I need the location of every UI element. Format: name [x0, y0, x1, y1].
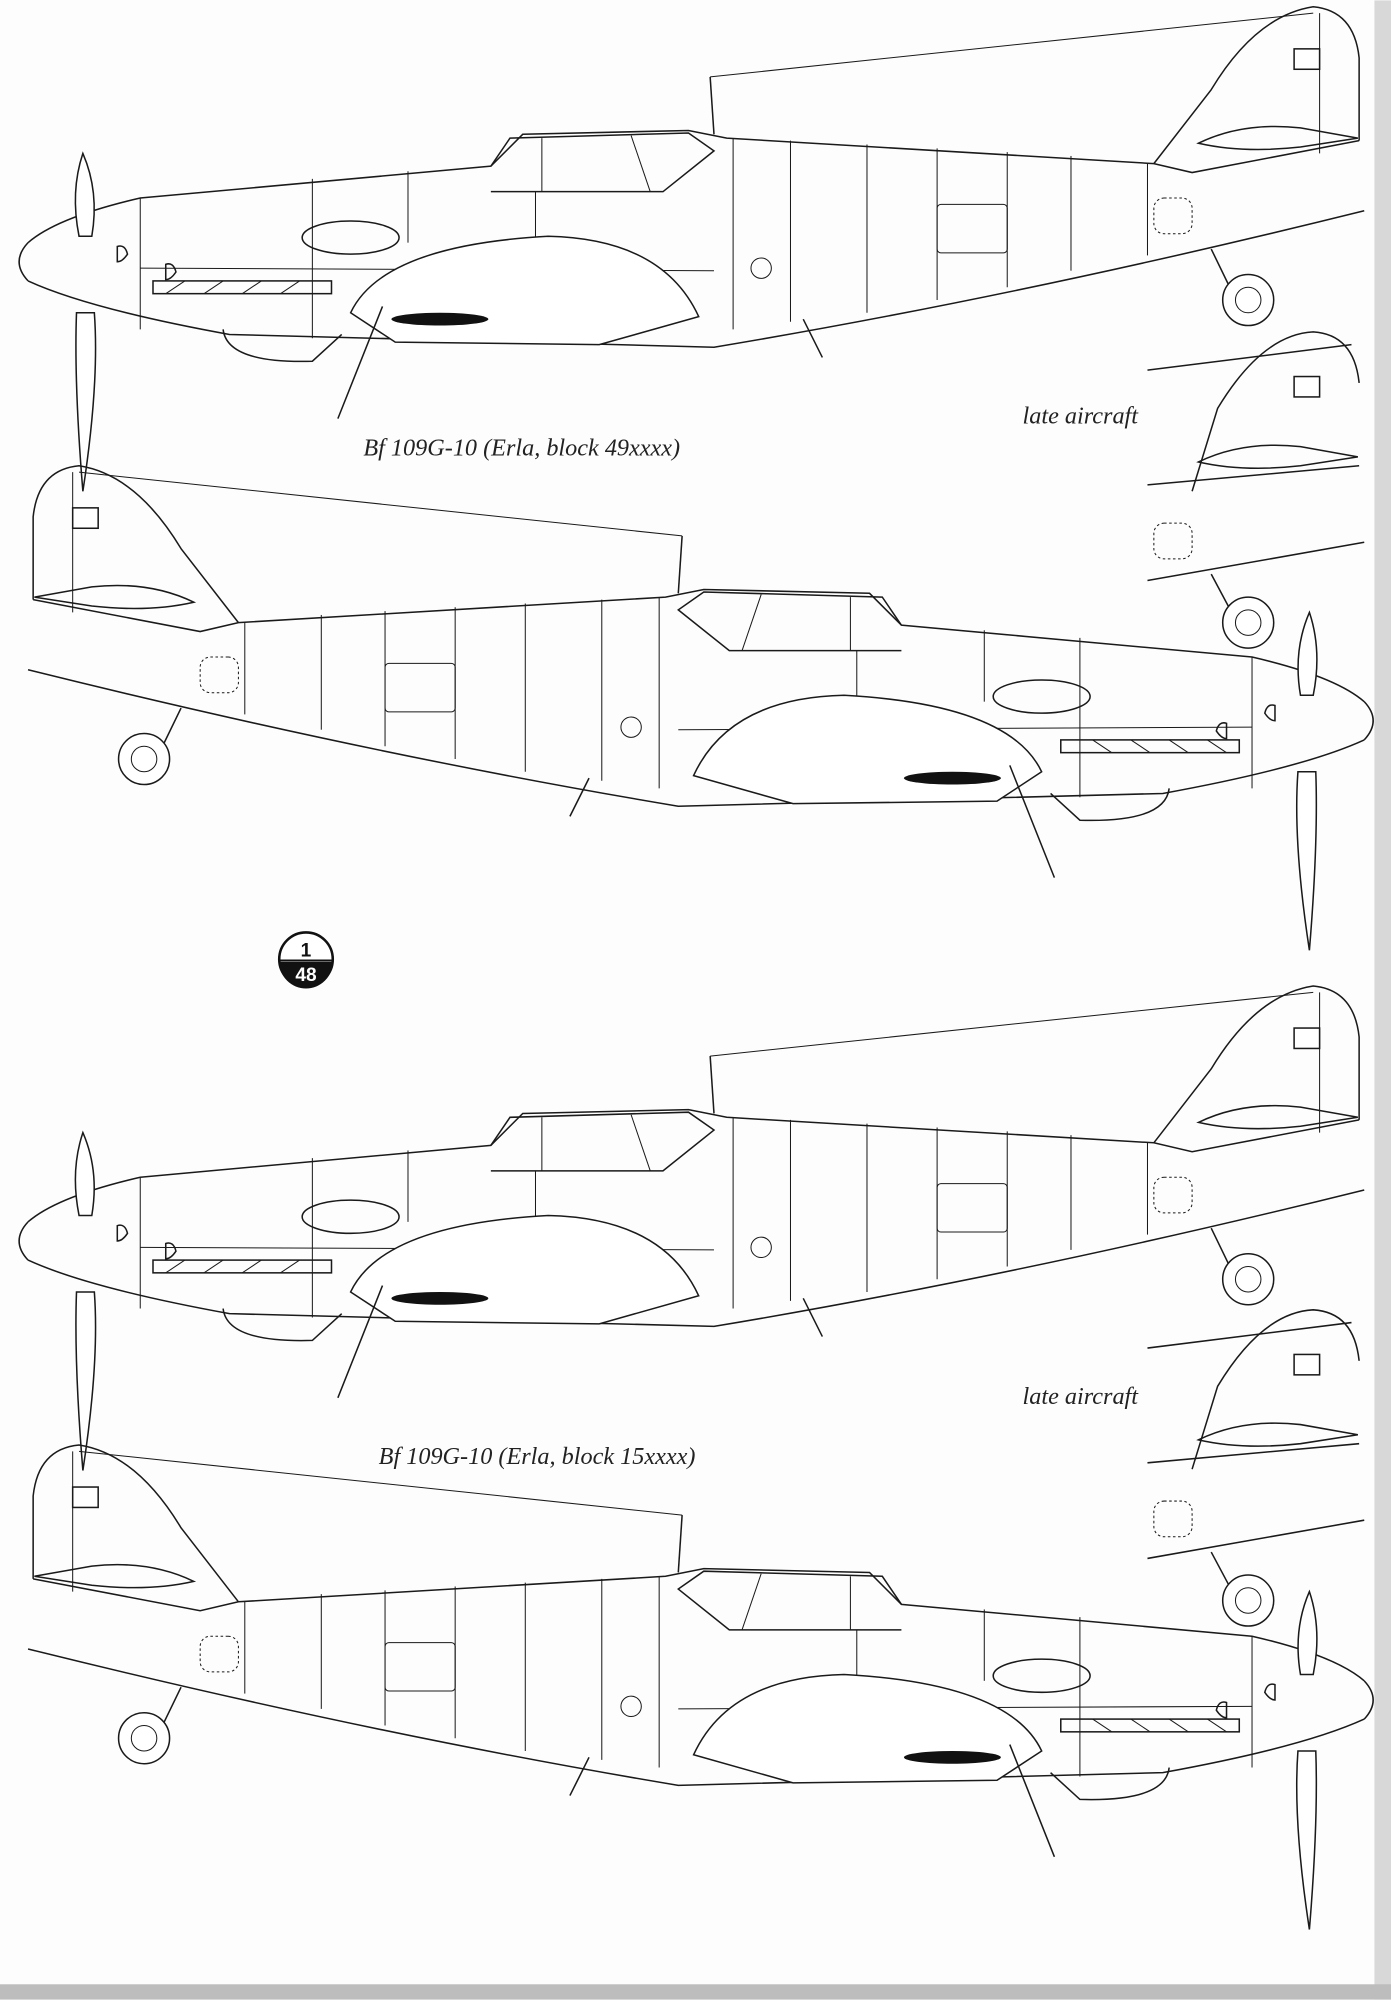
- tail-inset-late-aircraft-2: [1146, 1309, 1365, 1627]
- profile-left-view-block15: [18, 985, 1365, 1472]
- profile-right-view-block15: [27, 1444, 1374, 1931]
- scale-badge: 1 48: [277, 931, 335, 989]
- tail-inset-late-aircraft-1: [1146, 331, 1365, 649]
- scale-denominator: 48: [295, 965, 317, 986]
- label-late-aircraft-1: late aircraft: [1023, 403, 1140, 430]
- caption-block49: Bf 109G-10 (Erla, block 49xxxx): [363, 435, 680, 462]
- label-late-aircraft-2: late aircraft: [1023, 1383, 1140, 1410]
- caption-block15: Bf 109G-10 (Erla, block 15xxxx): [379, 1443, 696, 1470]
- page-edge-shadow: [1374, 0, 1391, 2000]
- scale-numerator: 1: [301, 941, 312, 962]
- profile-right-view-block49: [27, 465, 1374, 952]
- page-bottom-edge: [0, 1984, 1391, 2000]
- profile-left-view-block49: [18, 6, 1365, 493]
